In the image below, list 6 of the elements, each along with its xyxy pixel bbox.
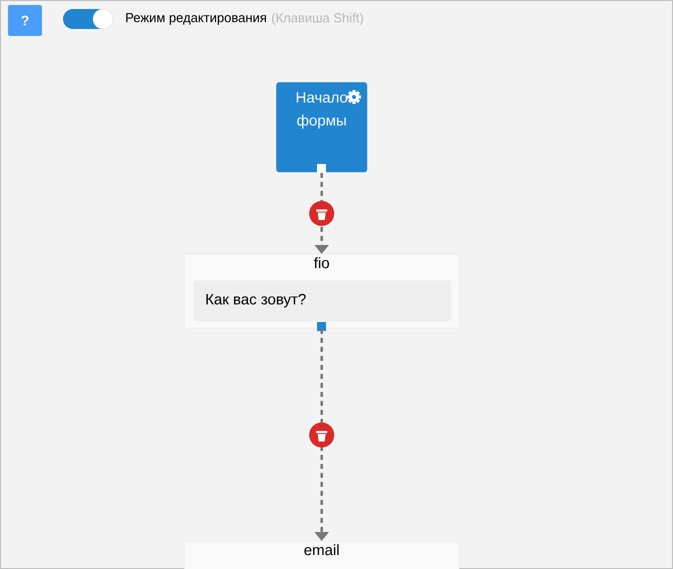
mode-label: Режим редактирования — [126, 13, 266, 25]
help-button: ? — [8, 5, 42, 36]
question-card: email — [184, 541, 460, 569]
shortcut-hint: (Клавиша Shift) — [272, 12, 363, 26]
start-box: Начало формы — [276, 82, 368, 173]
question-box: Как вас зовут? — [193, 280, 452, 322]
